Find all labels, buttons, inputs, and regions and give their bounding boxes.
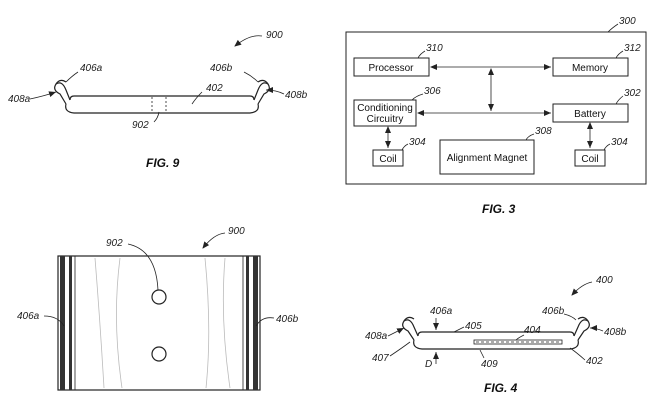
edge-band-left-outer: [60, 256, 65, 390]
label-406a: 406a: [80, 63, 103, 74]
label-312: 312: [624, 43, 641, 54]
edge-band-left-inner: [69, 256, 72, 390]
label-408a-fig4: 408a: [365, 331, 388, 342]
label-308: 308: [535, 126, 552, 137]
label-310: 310: [426, 43, 443, 54]
leader-406b: [244, 72, 258, 82]
label-404: 404: [524, 325, 541, 336]
leader-409: [480, 350, 484, 358]
ref-arrow-900-top: [203, 233, 225, 248]
coil-right-label: Coil: [581, 154, 598, 165]
label-302: 302: [624, 88, 641, 99]
edge-band-right-outer: [253, 256, 258, 390]
label-407: 407: [372, 353, 389, 364]
label-902-top: 902: [106, 238, 123, 249]
leader-402-fig4: [570, 348, 585, 360]
label-406b-fig4: 406b: [542, 306, 565, 317]
label-402-fig4: 402: [586, 356, 603, 367]
fig3-block-diagram: 300 Processor 310 Memory 312 Conditionin…: [346, 16, 646, 216]
label-408b-fig4: 408b: [604, 327, 627, 338]
fig9-top-view: 902 900 406a 406b: [17, 226, 299, 390]
label-902: 902: [132, 120, 149, 131]
fig4-caption: FIG. 4: [484, 381, 518, 395]
fig9-side-view: 900 406a 406b 408a 408b 402 902 FIG. 9: [8, 30, 308, 170]
hole-902-upper: [152, 290, 166, 304]
label-408a: 408a: [8, 94, 31, 105]
label-405: 405: [465, 321, 482, 332]
label-400: 400: [596, 275, 613, 286]
conditioning-label-line1: Conditioning: [357, 103, 413, 114]
label-D: D: [425, 359, 432, 370]
leader-406a: [66, 72, 78, 82]
coil-left-label: Coil: [379, 154, 396, 165]
processor-label: Processor: [368, 63, 414, 74]
leader-404: [516, 335, 524, 340]
fig3-caption: FIG. 3: [482, 202, 516, 216]
ref-arrow-900: [235, 36, 262, 46]
label-900-top: 900: [228, 226, 245, 237]
arrow-408a-fig4: [388, 328, 404, 336]
label-406b: 406b: [210, 63, 233, 74]
leader-402: [192, 92, 202, 104]
leader-300: [608, 24, 618, 32]
label-300: 300: [619, 16, 636, 27]
fig4-side-view: 400 406a 406b 405 404 408a 408b 407 D 40…: [365, 275, 627, 395]
label-304-right: 304: [611, 137, 628, 148]
conditioning-label-line2: Circuitry: [367, 114, 404, 125]
memory-label: Memory: [572, 63, 608, 74]
label-406a-fig4: 406a: [430, 306, 453, 317]
leader-405: [454, 327, 464, 332]
edge-band-right-inner: [246, 256, 249, 390]
battery-label: Battery: [574, 109, 606, 120]
leader-406b-fig4: [564, 314, 576, 320]
fig9-caption: FIG. 9: [146, 156, 180, 170]
arrow-408b-fig4: [590, 328, 603, 331]
arrow-408a: [30, 92, 56, 99]
leader-407: [390, 342, 410, 356]
label-402: 402: [206, 83, 223, 94]
mat-side-profile: [55, 80, 270, 113]
fig4-mat-profile: [403, 317, 590, 349]
label-406a-top: 406a: [17, 311, 40, 322]
label-409: 409: [481, 359, 498, 370]
label-900: 900: [266, 30, 283, 41]
label-304-left: 304: [409, 137, 426, 148]
hole-lower: [152, 347, 166, 361]
label-408b: 408b: [285, 90, 308, 101]
label-306: 306: [424, 86, 441, 97]
mat-top-outline: [58, 256, 260, 390]
alignment-magnet-label: Alignment Magnet: [447, 153, 528, 164]
ref-arrow-400: [572, 282, 592, 295]
label-406b-top: 406b: [276, 314, 299, 325]
